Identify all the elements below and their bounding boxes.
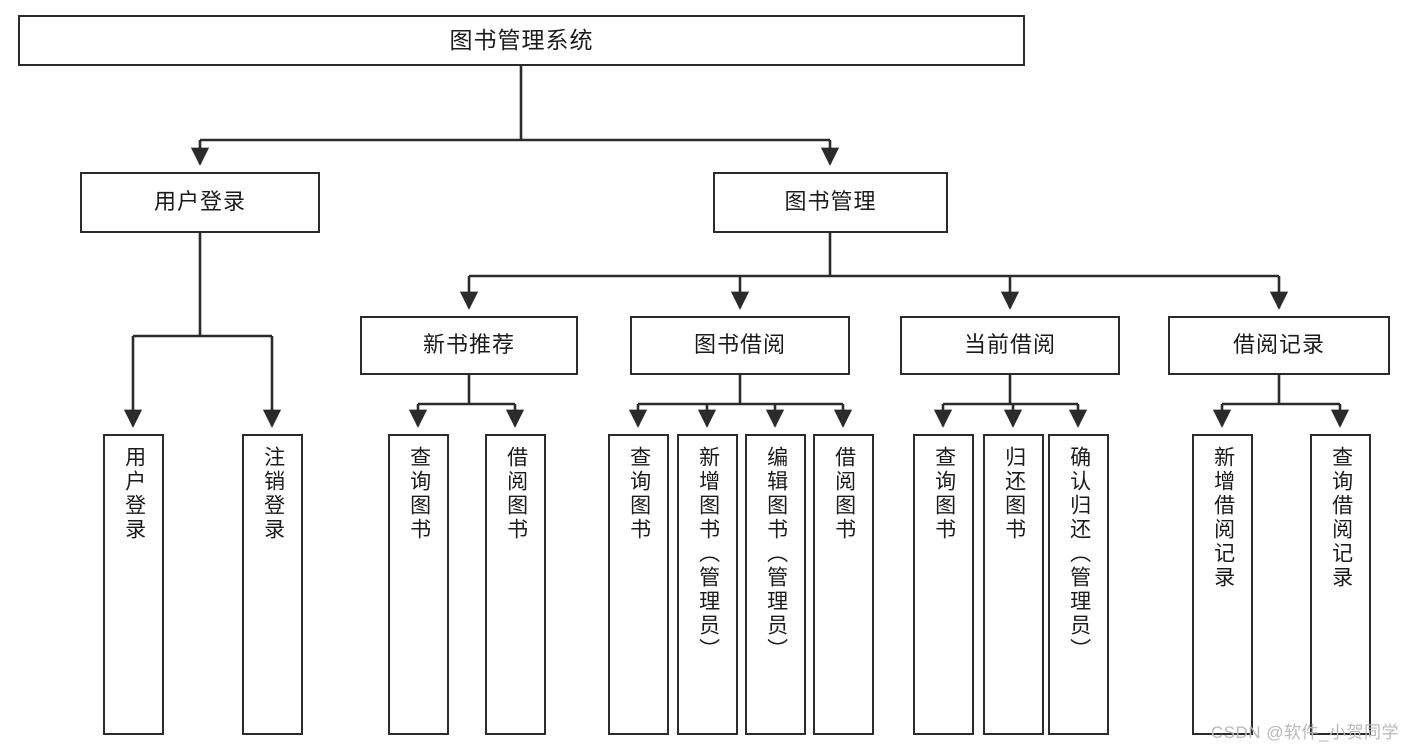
leaf-confirm-return-admin-label: 确认归还（管理员） (1067, 446, 1091, 662)
node-current-borrowing-label: 当前借阅 (963, 332, 1056, 358)
leaf-query-book-recommendation-label: 查询图书 (407, 446, 431, 542)
node-book-management[interactable]: 图书管理 (713, 172, 948, 233)
node-current-borrowing[interactable]: 当前借阅 (900, 316, 1120, 375)
leaf-query-borrow-record[interactable]: 查询借阅记录 (1310, 434, 1371, 735)
leaf-query-book-borrowing-label: 查询图书 (627, 446, 651, 542)
leaf-query-book-current[interactable]: 查询图书 (913, 434, 974, 735)
leaf-edit-book-admin-label: 编辑图书（管理员） (764, 446, 788, 662)
leaf-query-book-recommendation[interactable]: 查询图书 (388, 434, 449, 735)
leaf-add-borrow-record-label: 新增借阅记录 (1211, 446, 1235, 590)
leaf-logout-login-label: 注销登录 (261, 446, 285, 542)
node-borrowing-record[interactable]: 借阅记录 (1168, 316, 1390, 375)
leaf-logout-login[interactable]: 注销登录 (242, 434, 303, 735)
node-user-login-label: 用户登录 (153, 189, 246, 215)
node-new-book-recommendation[interactable]: 新书推荐 (360, 316, 578, 375)
node-book-borrowing-label: 图书借阅 (693, 332, 786, 358)
leaf-query-book-current-label: 查询图书 (932, 446, 956, 542)
leaf-add-borrow-record[interactable]: 新增借阅记录 (1192, 434, 1253, 735)
leaf-query-borrow-record-label: 查询借阅记录 (1329, 446, 1353, 590)
leaf-edit-book-admin[interactable]: 编辑图书（管理员） (745, 434, 806, 735)
leaf-add-book-admin-label: 新增图书（管理员） (696, 446, 720, 662)
leaf-borrow-book-borrowing-label: 借阅图书 (832, 446, 856, 542)
node-new-book-recommendation-label: 新书推荐 (422, 332, 515, 358)
leaf-return-book[interactable]: 归还图书 (983, 434, 1044, 735)
leaf-borrow-book-recommendation-label: 借阅图书 (504, 446, 528, 542)
leaf-borrow-book-borrowing[interactable]: 借阅图书 (813, 434, 874, 735)
leaf-return-book-label: 归还图书 (1002, 446, 1026, 542)
watermark: CSDN @软件_小贺同学 (1210, 723, 1399, 742)
node-root[interactable]: 图书管理系统 (18, 15, 1025, 66)
leaf-query-book-borrowing[interactable]: 查询图书 (608, 434, 669, 735)
node-user-login[interactable]: 用户登录 (80, 172, 320, 233)
node-book-borrowing[interactable]: 图书借阅 (630, 316, 850, 375)
leaf-user-login[interactable]: 用户登录 (103, 434, 164, 735)
leaf-borrow-book-recommendation[interactable]: 借阅图书 (485, 434, 546, 735)
leaf-user-login-label: 用户登录 (122, 446, 146, 542)
node-root-label: 图书管理系统 (449, 26, 594, 53)
leaf-confirm-return-admin[interactable]: 确认归还（管理员） (1048, 434, 1109, 735)
leaf-add-book-admin[interactable]: 新增图书（管理员） (677, 434, 738, 735)
node-borrowing-record-label: 借阅记录 (1232, 332, 1325, 358)
node-book-management-label: 图书管理 (784, 189, 877, 215)
